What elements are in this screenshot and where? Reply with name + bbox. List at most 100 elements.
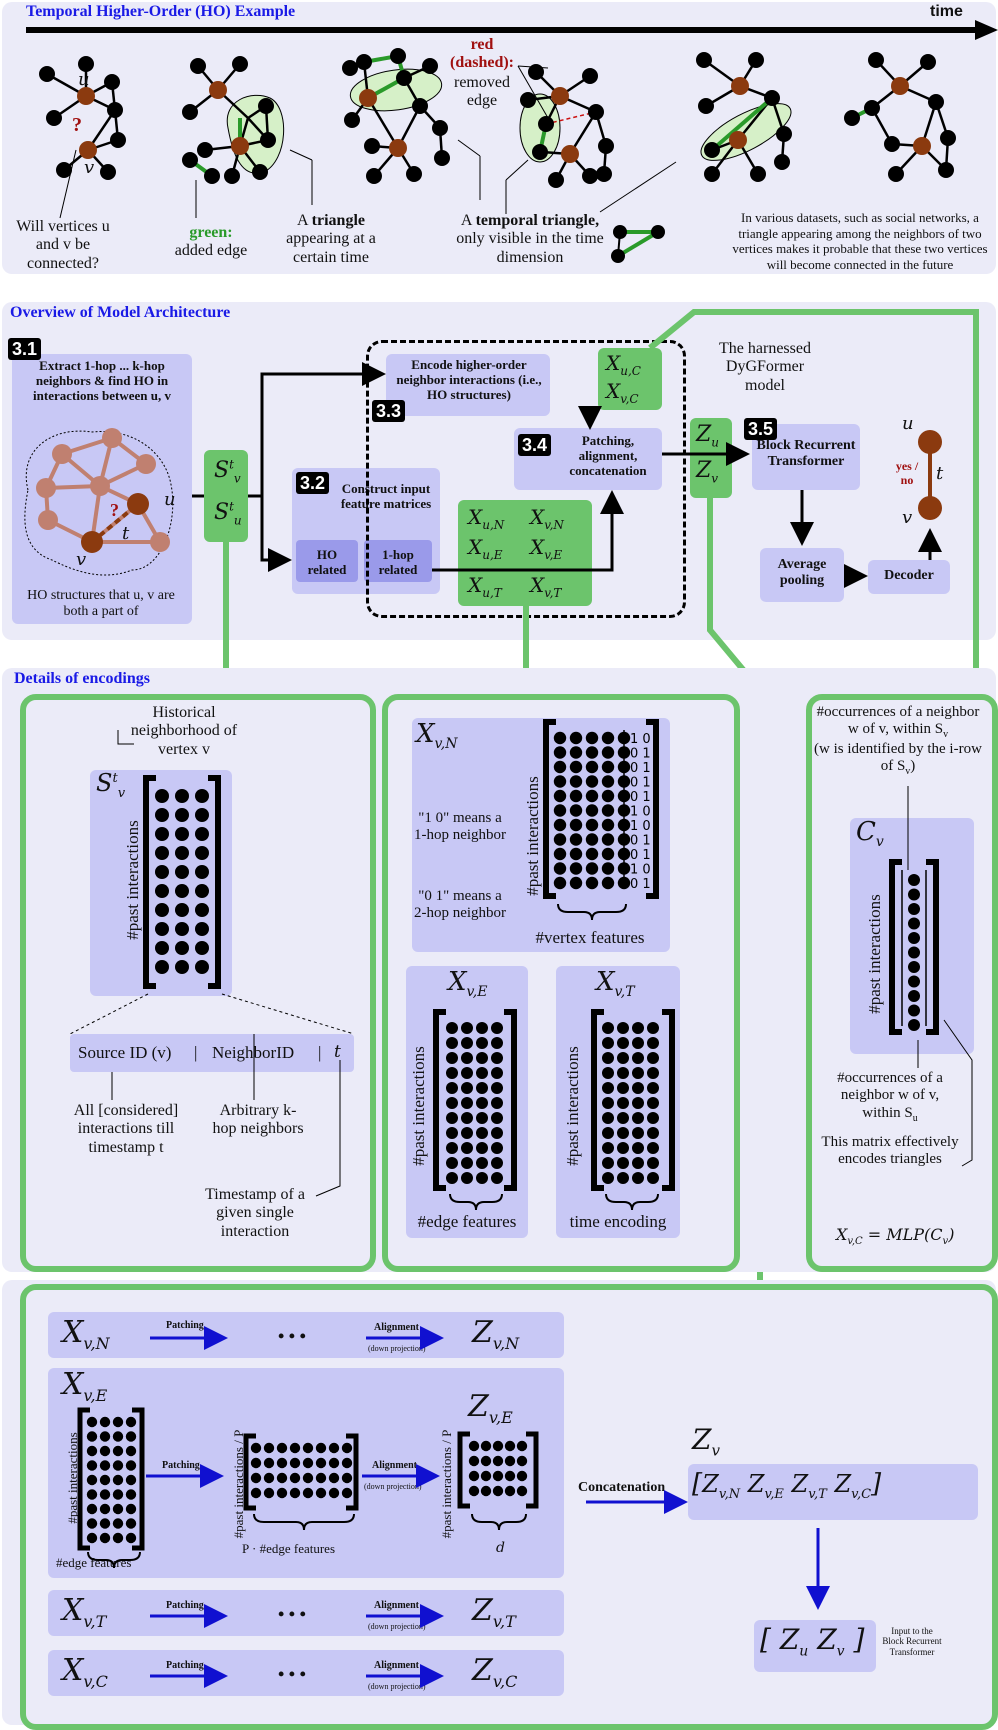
s-matrix-dot bbox=[195, 903, 209, 917]
bottom-d-matrix-bracket-left bbox=[457, 1431, 470, 1509]
xvn-bit-label: 0 1 bbox=[630, 877, 651, 892]
bottom-p-matrix-dot bbox=[315, 1442, 327, 1454]
ho-example-title: Temporal Higher-Order (HO) Example bbox=[26, 3, 296, 20]
bottom-p-matrix-bracket-left bbox=[243, 1433, 256, 1511]
bottom-d-brace bbox=[471, 1513, 527, 1531]
xvt-matrix-dot bbox=[602, 1142, 614, 1154]
xvn-bit-label: 0 1 bbox=[630, 848, 651, 863]
bottom-e-matrix-dot bbox=[99, 1518, 111, 1529]
xvt-matrix-dot bbox=[602, 1112, 614, 1124]
concat-label: Concatenation bbox=[578, 1480, 666, 1495]
xve-matrix-dot bbox=[476, 1127, 488, 1139]
row-n-patch: Patching bbox=[166, 1320, 204, 1331]
temporal-triangle-caption: A temporal triangle, only visible in the… bbox=[444, 212, 616, 267]
xvt-matrix-dot bbox=[632, 1112, 644, 1124]
xc-box bbox=[598, 348, 662, 410]
bottom-p-matrix-dot bbox=[263, 1472, 275, 1484]
zuzv: [ Zu Zv ] bbox=[760, 1623, 865, 1660]
bottom-p-matrix-dot bbox=[315, 1472, 327, 1484]
decoder-box bbox=[868, 560, 950, 594]
xvn-matrix-dot bbox=[569, 862, 583, 875]
zv-concat-box bbox=[688, 1464, 978, 1520]
xve-matrix-bracket-right bbox=[504, 1009, 517, 1191]
bottom-d-matrix-dot bbox=[504, 1440, 516, 1452]
bottom-d-matrix-dot bbox=[516, 1485, 528, 1497]
bottom-p-matrix-bracket-right bbox=[346, 1433, 359, 1511]
xve-matrix-dot bbox=[476, 1082, 488, 1094]
xvn-matrix-dot bbox=[553, 804, 567, 817]
cv-matrix-dot bbox=[908, 932, 920, 944]
bottom-p-matrix-dot bbox=[263, 1487, 275, 1499]
xvt-matrix-dot bbox=[647, 1097, 659, 1109]
patch-text: Patching, alignment, concatenation bbox=[569, 433, 647, 478]
mlp-x: X bbox=[836, 1225, 848, 1244]
bottom-e-matrix-bracket-left bbox=[77, 1407, 90, 1551]
xvn-matrix-dot bbox=[553, 876, 567, 890]
extract-q: ? bbox=[110, 500, 119, 520]
xvt-matrix-dot bbox=[632, 1157, 644, 1169]
xve-matrix-dot bbox=[461, 1172, 473, 1184]
xve-matrix-dot bbox=[476, 1157, 488, 1169]
row-e-z: Zv,E bbox=[468, 1389, 513, 1427]
xvt-matrix-dot bbox=[632, 1142, 644, 1154]
bottom-d-matrix-dot bbox=[480, 1440, 492, 1452]
s-matrix-dot bbox=[175, 903, 189, 917]
bottom-p-matrix-dot bbox=[328, 1472, 340, 1484]
row-n-z: Zv,N bbox=[472, 1315, 520, 1353]
s-matrix-dot bbox=[155, 903, 169, 917]
xvt-matrix-dot bbox=[647, 1127, 659, 1139]
ho-example-graphs bbox=[26, 20, 998, 263]
xvn-matrix-dot bbox=[601, 775, 615, 788]
xvt-matrix-dot bbox=[602, 1097, 614, 1109]
bottom-e-matrix-dot bbox=[86, 1489, 98, 1500]
xve-matrix-dot bbox=[461, 1082, 473, 1094]
ho-u-label: u bbox=[78, 69, 90, 90]
bottom-e-matrix-bracket-right bbox=[132, 1407, 145, 1551]
cv-matrix-dot bbox=[908, 961, 920, 973]
bottom-p-matrix-dot bbox=[328, 1487, 340, 1499]
s-matrix-dot bbox=[155, 922, 169, 936]
bottom-d-matrix-dot bbox=[492, 1470, 504, 1482]
bottom-p-matrix-dot bbox=[276, 1472, 288, 1484]
bottom-d-matrix-dot bbox=[504, 1485, 516, 1497]
arb-caption: Arbitrary k-hop neighbors bbox=[212, 1102, 304, 1138]
bottom-p-matrix-dot bbox=[341, 1487, 353, 1499]
row-c-dots: • • • bbox=[278, 1664, 306, 1684]
bottom-e-matrix-dot bbox=[86, 1445, 98, 1457]
xvn-matrix-dot bbox=[601, 804, 615, 817]
s-matrix-dot bbox=[155, 941, 169, 955]
badge-3-2: 3.2 bbox=[296, 472, 330, 494]
xvn-matrix-bracket-right bbox=[646, 719, 659, 899]
bottom-d-matrix-dot bbox=[504, 1455, 516, 1467]
bottom-p-matrix-dot bbox=[302, 1472, 314, 1484]
xvn-matrix-dot bbox=[569, 804, 583, 817]
bottom-p-matrix-dot bbox=[328, 1457, 340, 1469]
row-t-align: Alignment bbox=[374, 1600, 419, 1611]
bottom-d-matrix-dot bbox=[480, 1485, 492, 1497]
xvn-matrix-dot bbox=[601, 818, 615, 832]
bottom-d-matrix-dot bbox=[492, 1440, 504, 1452]
xvc-text: X bbox=[606, 379, 621, 403]
xve-matrix-dot bbox=[446, 1067, 458, 1079]
xvt-matrix-dot bbox=[617, 1022, 629, 1034]
source-sep1: | bbox=[194, 1043, 198, 1062]
row-n-dots: • • • bbox=[278, 1326, 306, 1346]
xvt-matrix-dot bbox=[602, 1172, 614, 1184]
decoder-text: Decoder bbox=[884, 568, 934, 583]
xvt-matrix-dot bbox=[602, 1127, 614, 1139]
bottom-e-matrix-dot bbox=[112, 1518, 124, 1529]
bottom-e-matrix-dot bbox=[112, 1532, 124, 1544]
xvt-matrix-dot bbox=[617, 1082, 629, 1094]
bottom-e-matrix-dot bbox=[99, 1532, 111, 1544]
row-c-align: Alignment bbox=[374, 1660, 419, 1671]
xvt-matrix-dot bbox=[602, 1022, 614, 1034]
cv-matrix-dot bbox=[908, 917, 920, 930]
xvn-bit-label: 0 1 bbox=[630, 834, 651, 849]
xvt-matrix-dot bbox=[617, 1142, 629, 1154]
bottom-p-matrix-dot bbox=[302, 1442, 314, 1454]
bottom-e-matrix-dot bbox=[86, 1460, 98, 1471]
bottom-p-matrix-dot bbox=[341, 1472, 353, 1484]
bottom-e-matrix-dot bbox=[112, 1416, 124, 1428]
xve: Xv,E bbox=[530, 535, 563, 562]
